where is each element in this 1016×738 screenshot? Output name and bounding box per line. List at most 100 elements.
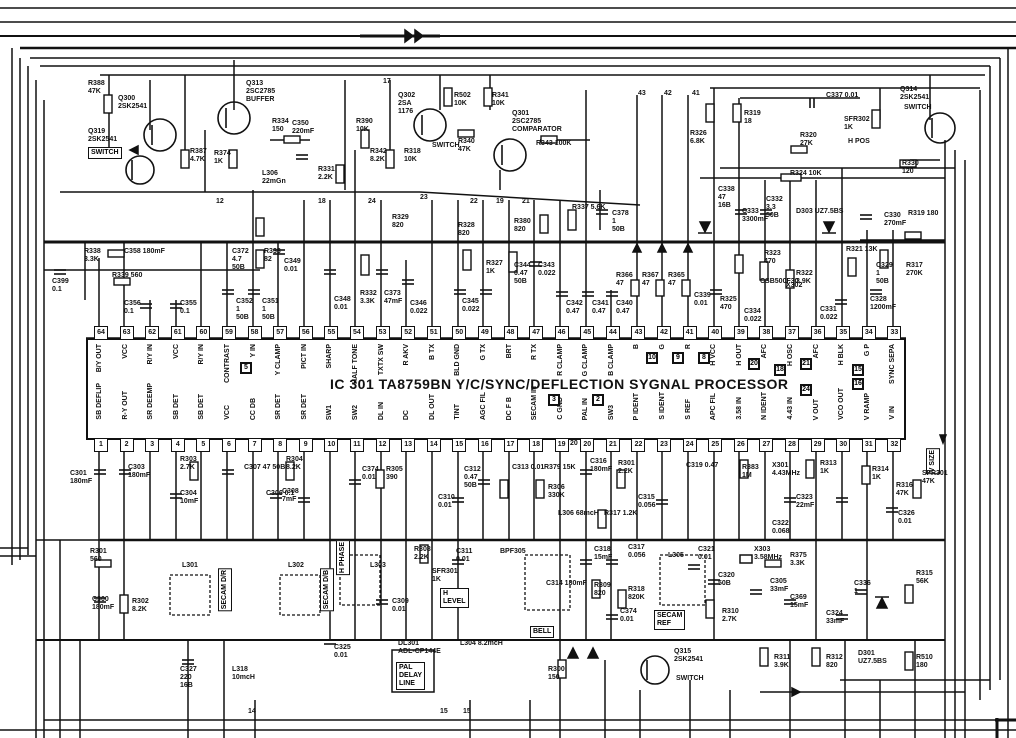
connector-21: 21 [800, 358, 812, 370]
pin-label: SR DET [275, 394, 283, 420]
wire-number: 15 [440, 708, 448, 715]
part-label-bottom: C313 0.01 [512, 464, 545, 471]
part-label-bottom: C301 180mF [70, 470, 93, 485]
part-label-top: R326 6.8K [690, 130, 707, 145]
pin-number: 5 [196, 438, 211, 452]
part-label-top: R331 2.2K [318, 166, 335, 181]
pin-number: 51 [426, 326, 441, 340]
pin-label: SYNC SEPA [889, 344, 897, 384]
pin-number: 58 [247, 326, 262, 340]
pin-number: 7 [247, 438, 262, 452]
pin-label: B TX [428, 344, 436, 360]
pin-label: SB DEFLIP [96, 383, 103, 420]
pin-number: 26 [733, 438, 748, 452]
part-label-top: C338 47 16B [718, 186, 735, 209]
part-label-top: C378 1 50B [612, 210, 629, 233]
pin-number: 36 [810, 326, 825, 340]
part-label-bottom: C316 180mF [590, 458, 613, 473]
part-label-bottom: R375 3.3K [790, 552, 807, 567]
part-label-top: L306 22mGn [262, 170, 286, 185]
part-label-bottom: R317 1.2K [604, 510, 638, 517]
wire-number: 41 [692, 90, 700, 97]
part-label-top: C339 0.01 [694, 292, 711, 307]
part-label-bottom: C311 0.01 [456, 548, 473, 563]
part-label-top: X302 [786, 282, 803, 289]
wire-number: 22 [470, 198, 478, 205]
pin-label: H OUT [735, 344, 743, 366]
pin-number: 25 [708, 438, 723, 452]
part-label-bottom: C306 0.1 [266, 490, 295, 497]
part-label-top: C333 3300mF [742, 208, 769, 223]
part-label-bottom: R306 330K [548, 484, 565, 499]
connector-2: 2 [592, 394, 604, 406]
pin-number: 11 [349, 438, 364, 452]
part-label-bottom: C336 1 [854, 580, 871, 595]
part-label-bottom: R305 390 [386, 466, 403, 481]
part-label-bottom: L303 [370, 562, 386, 569]
pin-number: 60 [196, 326, 211, 340]
part-label-bottom: C307 47 50B [244, 464, 286, 471]
pin-number: 1 [94, 438, 108, 452]
pin-label: P IDENT [633, 392, 641, 421]
pin-number: 29 [810, 438, 825, 452]
connector-10: 10 [646, 352, 658, 364]
pin-number: 61 [170, 326, 185, 340]
part-label-top: R340 47K [458, 138, 475, 153]
pin-number: 8 [273, 438, 288, 452]
part-label-bottom: C305 33mF [770, 578, 789, 593]
pin-number: 41 [682, 326, 697, 340]
part-label-bottom: R383 1M [742, 464, 759, 479]
connector-18: 18 [774, 364, 786, 376]
connector-24: 24 [800, 384, 812, 396]
part-label-bottom: R510 180 [916, 654, 933, 669]
part-label-bottom: R313 1K [820, 460, 837, 475]
pin-label: R/Y IN [147, 344, 155, 365]
pin-label: BRT [505, 344, 513, 359]
q313-label: Q313 2SC2785 BUFFER [246, 80, 276, 103]
pin-label: R [684, 344, 692, 350]
q301-label: Q301 2SC2785 COMPARATOR [512, 110, 562, 133]
part-label-top: C355 0.1 [180, 300, 197, 315]
wire-number: 21 [522, 198, 530, 205]
part-label-top: R334 150 [272, 118, 289, 133]
part-label-top: H POS [848, 138, 870, 145]
part-label-bottom: R308 2.2K [414, 546, 431, 561]
pin-number: 44 [605, 326, 620, 340]
part-label-bottom: C322 0.068 [772, 520, 790, 535]
part-label-bottom: L305 [668, 552, 684, 559]
pin-label: B/Y OUT [96, 344, 103, 373]
ic-title: IC 301 TA8759BN Y/C/SYNC/DEFLECTION SYGN… [330, 376, 789, 392]
pin-label: Y CLAMP [275, 344, 283, 376]
part-label-bottom: R310 2.7K [722, 608, 739, 623]
pin-label: SW1 [326, 404, 334, 420]
connector-20: 20 [748, 358, 760, 370]
pin-label: S REF [684, 399, 692, 420]
q300-label: Q300 2SK2541 [118, 95, 148, 110]
pin-number: 40 [708, 326, 723, 340]
pin-number: 59 [221, 326, 236, 340]
wire-number: 23 [420, 194, 428, 201]
part-label-bottom: R315 56K [916, 570, 933, 585]
part-label-bottom: R303 2.7K [180, 456, 197, 471]
pin-label: G TX [479, 344, 487, 361]
part-label-bottom: DL301 ADL-CP144E [398, 640, 441, 655]
pin-number: 9 [298, 438, 313, 452]
pin-label: SR DET [300, 394, 308, 420]
part-label-top: C340 0.47 [616, 300, 633, 315]
part-label-bottom: C324 33mF [826, 610, 845, 625]
part-label-top: R366 47 [616, 272, 633, 287]
pin-label: G CLAMP [582, 344, 590, 377]
part-label-bottom: R300 150 [548, 666, 565, 681]
part-label-bottom: X303 3.58MHz [754, 546, 783, 561]
part-label-top: R321 13K [846, 246, 878, 253]
part-label-bottom: C374 0.01 [362, 466, 379, 481]
pin-label: CC DB [249, 397, 257, 420]
q319-switch-box: SWITCH [88, 147, 122, 159]
pin-label: SB DET [198, 394, 206, 420]
part-label-bottom: R316 47K [896, 482, 913, 497]
q315-switch-label: SWITCH [676, 675, 704, 682]
part-label-bottom: R301 560 [90, 548, 107, 563]
pin-number: 37 [785, 326, 800, 340]
part-label-top: C356 0.1 [124, 300, 141, 315]
part-label-top: R387 4.7K [190, 148, 207, 163]
